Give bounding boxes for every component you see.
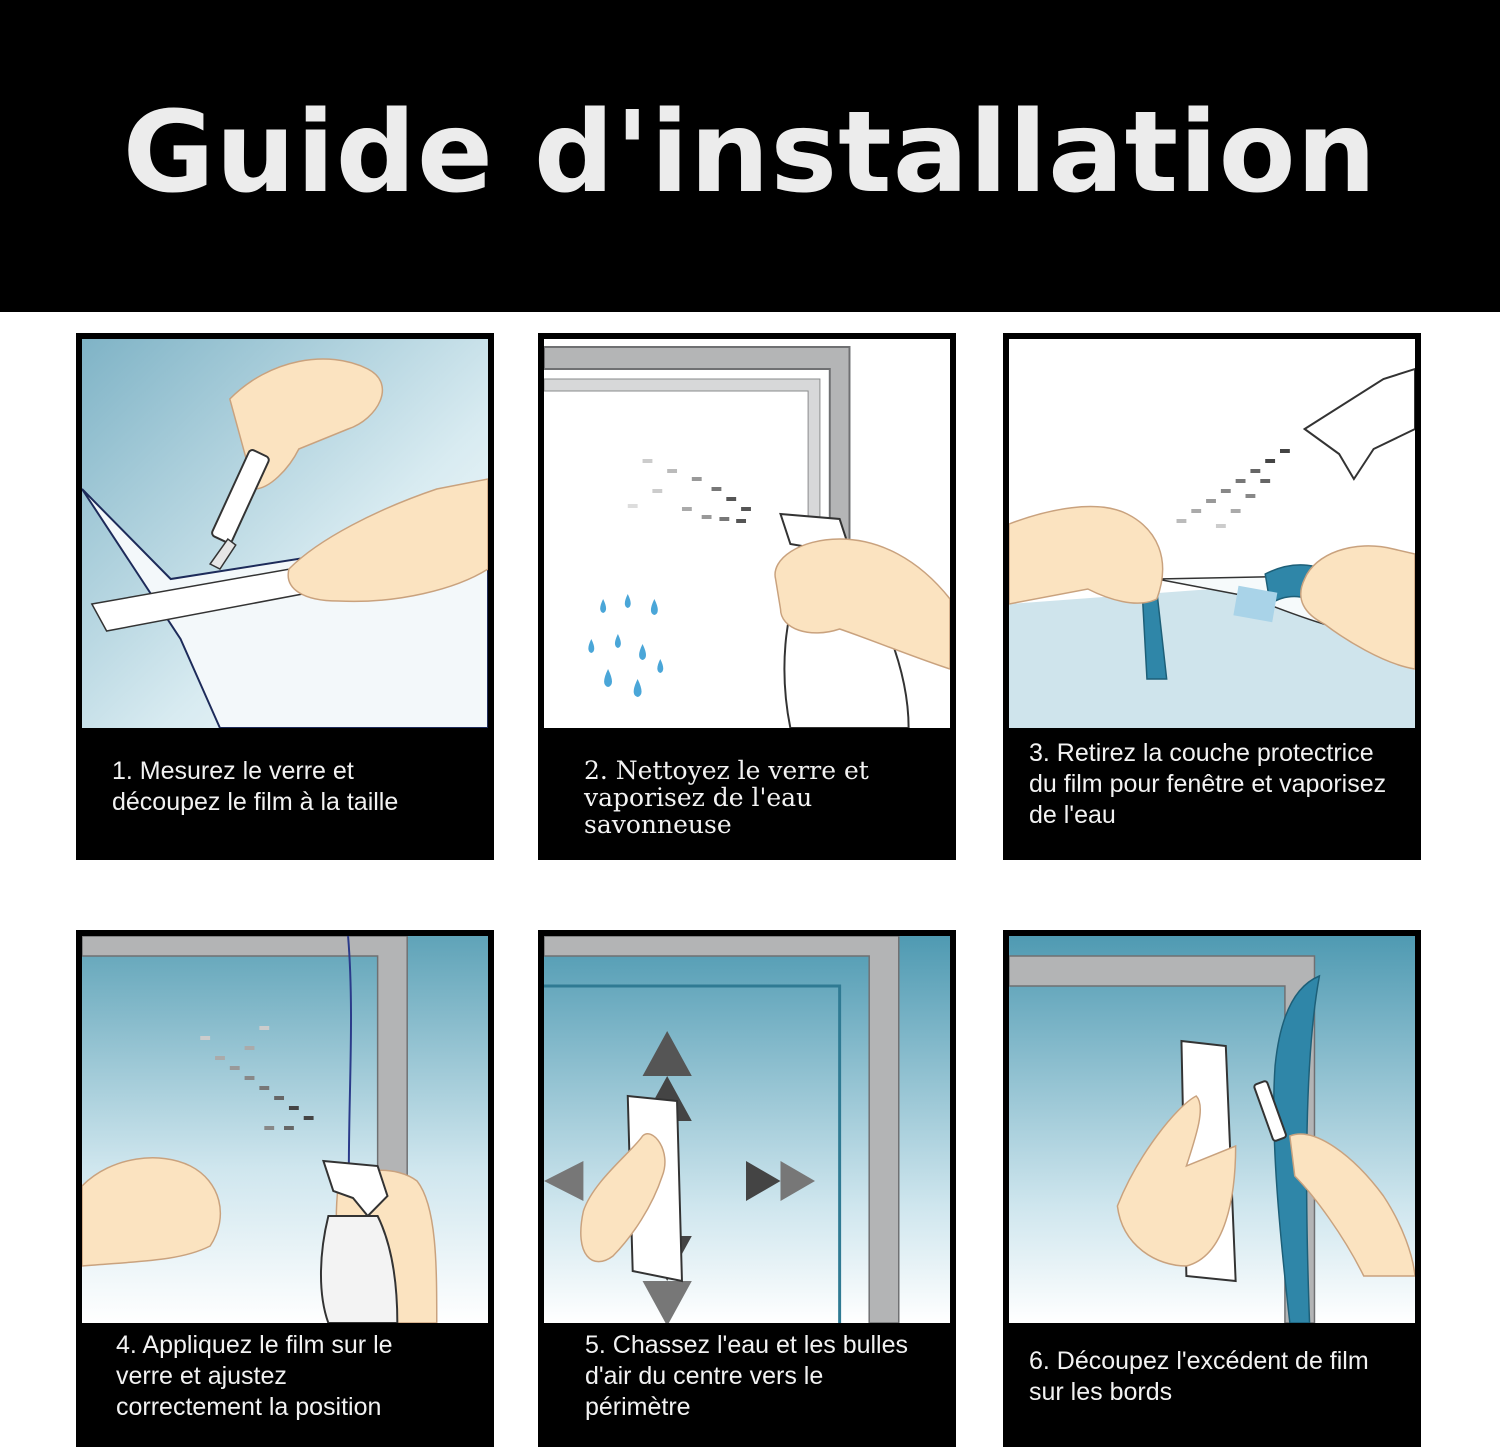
step-3-illustration [1009,339,1415,728]
hand-icon [1009,505,1415,670]
cutter-icon [208,449,270,570]
spray-mist [627,459,751,523]
step-card-6: 6. Découpez l'excédent de film sur les b… [1003,930,1421,1447]
step-1-illustration [82,339,488,728]
hand-icon [1116,1095,1415,1277]
step-card-2: 2. Nettoyez le verre et vaporisez de l'e… [538,333,956,860]
step-2-illustration [544,339,950,728]
water-drops-icon [588,594,664,697]
step-4-caption: 4. Appliquez le film sur le verre et aju… [116,1331,393,1421]
step-4-illustration [82,936,488,1323]
hand-icon [774,538,950,670]
spray-bottle-icon [1302,367,1415,481]
step-6-illustration [1009,936,1415,1323]
step-6-caption: 6. Découpez l'excédent de film sur les b… [1029,1347,1369,1406]
step-3-caption: 3. Retirez la couche protectrice du film… [1029,739,1387,829]
step-card-1: 1. Mesurez le verre et découpez le film … [76,333,494,860]
step-2-caption: 2. Nettoyez le verre et vaporisez de l'e… [584,756,869,839]
step-card-5: 5. Chassez l'eau et les bulles d'air du … [538,930,956,1447]
step-1-caption: 1. Mesurez le verre et découpez le film … [112,757,399,816]
spray-bottle-icon [320,1159,399,1323]
cutter-icon [1253,1080,1287,1142]
hand-icon [580,1133,666,1263]
spray-mist [200,1026,314,1130]
header-banner: Guide d'installation [0,0,1500,312]
step-card-3: 3. Retirez la couche protectrice du film… [1003,333,1421,860]
step-5-caption: 5. Chassez l'eau et les bulles d'air du … [585,1331,909,1421]
page-title: Guide d'installation [122,88,1378,218]
step-card-4: 4. Appliquez le film sur le verre et aju… [76,930,494,1447]
step-5-illustration [544,936,950,1323]
spray-mist [1176,449,1290,528]
